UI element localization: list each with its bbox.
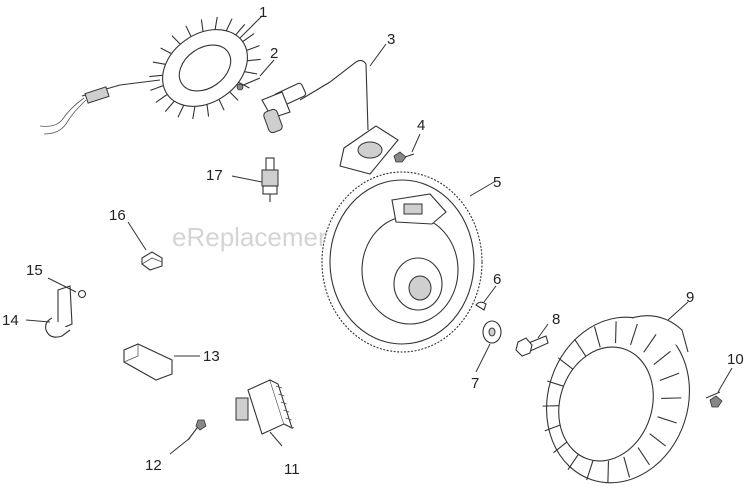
fan-blade bbox=[623, 456, 631, 478]
fan-blade bbox=[657, 416, 677, 424]
callout-2: 2 bbox=[270, 45, 278, 62]
part-10-screw[interactable] bbox=[705, 391, 723, 408]
callout-6: 6 bbox=[493, 271, 501, 288]
rectifier-rib bbox=[285, 417, 292, 421]
callout-17: 17 bbox=[206, 167, 223, 184]
part-1-stator[interactable] bbox=[39, 14, 262, 135]
callout-8: 8 bbox=[552, 311, 560, 328]
fan-blade bbox=[659, 372, 680, 381]
callout-9: 9 bbox=[686, 289, 694, 306]
callout-10: 10 bbox=[727, 351, 744, 368]
part-8-flywheel-bolt[interactable] bbox=[515, 335, 549, 357]
callout-7: 7 bbox=[471, 375, 479, 392]
callout-15: 15 bbox=[26, 262, 43, 279]
rectifier-rib bbox=[275, 385, 283, 389]
fan-blade bbox=[661, 397, 682, 400]
stator-tooth bbox=[240, 33, 255, 44]
stator-tooth bbox=[155, 92, 170, 103]
part-9-fan[interactable] bbox=[525, 298, 710, 500]
part-11-rectifier[interactable] bbox=[235, 379, 295, 435]
callout-labels: 1 2 3 4 5 6 7 8 9 10 11 12 13 14 15 16 1… bbox=[2, 4, 744, 478]
callout-1: 1 bbox=[259, 4, 267, 21]
part-13-block[interactable] bbox=[123, 343, 173, 381]
part-16-clip[interactable] bbox=[141, 251, 163, 271]
part-3-ignition-coil[interactable] bbox=[261, 59, 399, 175]
rectifier-rib bbox=[283, 409, 290, 413]
callout-13: 13 bbox=[203, 348, 220, 365]
part-2-screw[interactable] bbox=[236, 77, 261, 91]
rectifier-rib bbox=[278, 393, 285, 397]
part-4-bolt[interactable] bbox=[393, 151, 415, 163]
leader-lines bbox=[25, 15, 733, 455]
callout-14: 14 bbox=[2, 312, 19, 329]
callout-16: 16 bbox=[109, 207, 126, 224]
rectifier-rib bbox=[287, 425, 295, 429]
part-5-flywheel[interactable] bbox=[321, 171, 483, 353]
rectifier-rib bbox=[280, 401, 287, 405]
fan-blade bbox=[557, 357, 575, 371]
fan-blade bbox=[649, 433, 667, 447]
part-12-screw[interactable] bbox=[187, 419, 207, 441]
fan-blade bbox=[653, 350, 671, 365]
fan-blade bbox=[574, 338, 587, 357]
fan-blade bbox=[607, 460, 610, 483]
fan-blade bbox=[637, 447, 650, 466]
fan-blade bbox=[630, 323, 638, 346]
part-17-spark-plug[interactable] bbox=[261, 157, 279, 202]
fan-blade bbox=[614, 321, 617, 344]
callout-12: 12 bbox=[145, 457, 162, 474]
part-14-bracket[interactable] bbox=[45, 285, 73, 338]
callout-3: 3 bbox=[387, 31, 395, 48]
fan-blade bbox=[586, 458, 594, 481]
callout-4: 4 bbox=[417, 117, 425, 134]
part-7-washer[interactable] bbox=[482, 320, 502, 344]
callout-11: 11 bbox=[284, 461, 300, 478]
part-6-woodruff-key[interactable] bbox=[475, 301, 487, 311]
callout-5: 5 bbox=[493, 174, 501, 191]
fan-blade bbox=[643, 334, 657, 353]
fan-blade bbox=[593, 326, 601, 348]
part-15-nut[interactable] bbox=[77, 289, 87, 299]
